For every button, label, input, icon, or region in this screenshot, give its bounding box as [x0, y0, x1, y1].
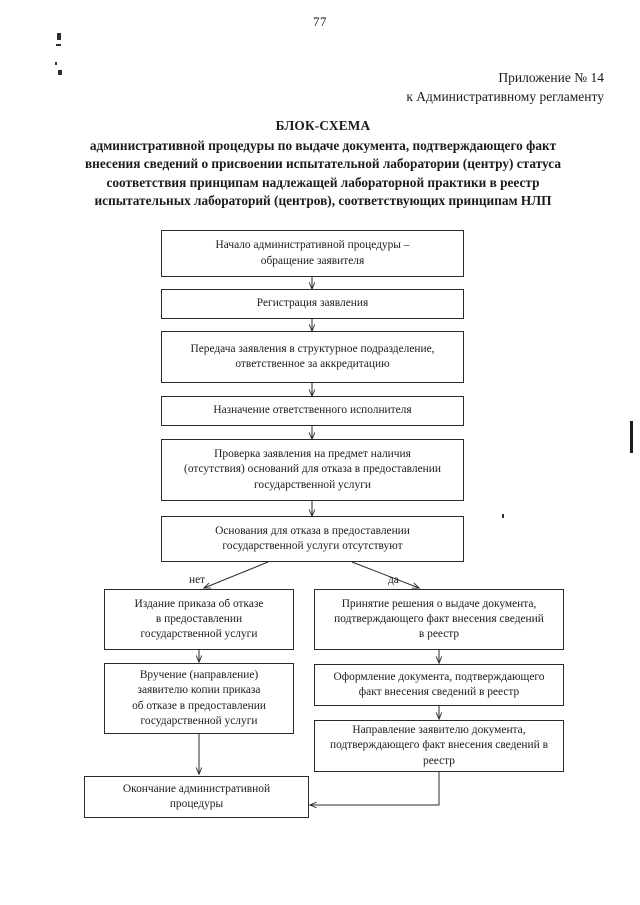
scan-speck	[57, 33, 61, 40]
title-headline: БЛОК-СХЕМА	[275, 118, 371, 133]
scan-speck	[56, 44, 61, 46]
node-decision-line-1: Основания для отказа в предоставлении	[215, 524, 410, 537]
node-send-document-line-3: реестр	[423, 754, 455, 767]
branch-label-yes: да	[388, 574, 399, 586]
node-approve-decision: Принятие решения о выдаче документа, под…	[314, 589, 564, 650]
node-start: Начало административной процедуры – обра…	[161, 230, 464, 277]
title-line-2: внесения сведений о присвоении испытател…	[85, 156, 561, 172]
scan-edge-artifact	[630, 421, 633, 453]
page-number: 77	[313, 14, 327, 29]
title-line-3: соответствия принципам надлежащей лабора…	[106, 174, 540, 190]
appendix-reference: Приложение № 14 к Административному регл…	[244, 68, 604, 106]
node-assign: Назначение ответственного исполнителя	[161, 396, 464, 426]
node-approve-decision-line-3: в реестр	[418, 628, 460, 641]
node-registration: Регистрация заявления	[161, 289, 464, 319]
scan-speck	[55, 62, 57, 65]
node-refusal-order-line-2: в предоставлении	[155, 612, 243, 625]
node-send-document-line-1: Направление заявителю документа,	[352, 724, 526, 737]
branch-label-no: нет	[189, 574, 206, 586]
node-refusal-order-line-3: государственной услуги	[140, 628, 258, 641]
appendix-line-1: Приложение № 14	[498, 70, 604, 85]
node-deliver-refusal-line-3: об отказе в предоставлении	[132, 699, 266, 712]
node-start-line-2: обращение заявителя	[260, 254, 365, 267]
node-issue-document: Оформление документа, подтверждающего фа…	[314, 664, 564, 706]
node-check: Проверка заявления на предмет наличия (о…	[161, 439, 464, 501]
scan-speck	[502, 514, 504, 518]
node-check-line-1: Проверка заявления на предмет наличия	[214, 448, 411, 461]
node-registration-line-1: Регистрация заявления	[256, 297, 369, 310]
node-end-line-1: Окончание административной	[122, 782, 271, 795]
node-refusal-order: Издание приказа об отказе в предоставлен…	[104, 589, 294, 650]
node-decision-line-2: государственной услуги отсутствуют	[222, 540, 403, 552]
node-transfer: Передача заявления в структурное подразд…	[161, 331, 464, 383]
node-send-document-line-2: подтверждающего факт внесения сведений в	[330, 739, 548, 752]
scan-speck	[58, 70, 62, 75]
node-issue-document-line-2: факт внесения сведений в реестр	[358, 686, 520, 698]
node-start-line-1: Начало административной процедуры –	[215, 239, 410, 252]
node-approve-decision-line-1: Принятие решения о выдаче документа,	[341, 597, 537, 610]
node-end: Окончание административной процедуры	[84, 776, 309, 818]
node-deliver-refusal-line-4: государственной услуги	[140, 714, 258, 727]
title-line-1: административной процедуры по выдаче док…	[89, 137, 557, 153]
node-check-line-2: (отсутствия) оснований для отказа в пред…	[184, 463, 441, 476]
node-end-line-2: процедуры	[169, 798, 224, 810]
node-assign-line-1: Назначение ответственного исполнителя	[213, 404, 412, 417]
node-deliver-refusal-line-1: Вручение (направление)	[139, 669, 259, 682]
node-refusal-order-line-1: Издание приказа об отказе	[134, 597, 264, 610]
node-deliver-refusal: Вручение (направление) заявителю копии п…	[104, 663, 294, 734]
node-deliver-refusal-line-2: заявителю копии приказа	[137, 684, 261, 697]
appendix-line-2: к Административному регламенту	[406, 89, 604, 104]
node-transfer-line-1: Передача заявления в структурное подразд…	[190, 342, 435, 355]
node-issue-document-line-1: Оформление документа, подтверждающего	[333, 670, 545, 683]
node-check-line-3: государственной услуги	[254, 478, 371, 491]
node-approve-decision-line-2: подтверждающего факт внесения сведений	[334, 612, 544, 625]
node-decision: Основания для отказа в предоставлении го…	[161, 516, 464, 562]
title-line-4: испытательных лабораторий (центров), соо…	[94, 193, 552, 209]
node-transfer-line-2: ответственное за аккредитацию	[235, 358, 390, 370]
page-title: БЛОК-СХЕМА административной процедуры по…	[48, 117, 598, 211]
node-send-document: Направление заявителю документа, подтвер…	[314, 720, 564, 772]
